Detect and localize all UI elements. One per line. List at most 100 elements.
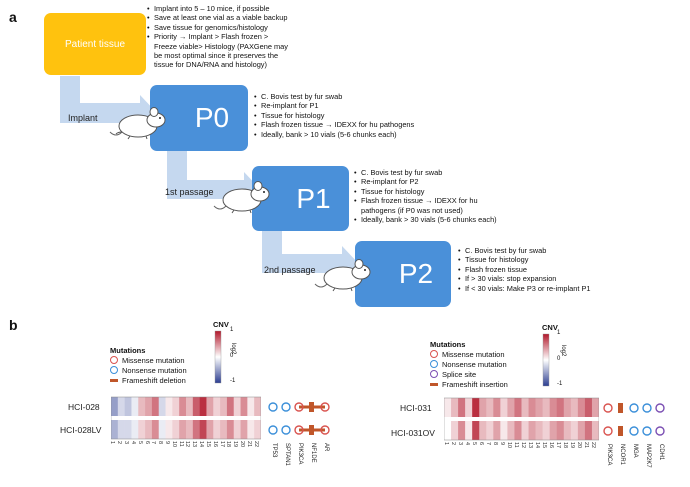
right-heatmap-cell — [479, 398, 487, 417]
right-sample-1: HCI-031 — [400, 403, 432, 413]
right-mutation-circle — [655, 403, 665, 413]
right-heatmap-cell — [444, 398, 452, 417]
left-heatmap-cell — [131, 420, 139, 439]
left-heatmap-cell — [165, 420, 173, 439]
right-chrom-label: 21 — [583, 442, 590, 449]
left-frameshift-mark — [309, 402, 314, 412]
right-frameshift-mark — [618, 426, 623, 436]
legend-bar-icon — [110, 378, 118, 382]
right-heatmap-cell — [514, 421, 522, 440]
right-heatmap-cell — [556, 421, 565, 440]
right-heatmap-cell — [549, 421, 558, 440]
legend-circle-icon — [110, 356, 118, 364]
patient-note: Save tissue for genomics/histology — [147, 23, 317, 33]
right-legend-label: Splice site — [442, 369, 477, 379]
right-heatmap-cell — [514, 398, 522, 417]
right-scale-max: 1 — [557, 330, 561, 336]
left-chrom-label: 13 — [191, 441, 198, 448]
left-chrom-label: 18 — [225, 441, 232, 448]
right-heatmap-frame — [444, 397, 599, 441]
left-heatmap-cell — [206, 420, 214, 439]
right-chrom-label: 4 — [463, 442, 470, 446]
p1-note: Re-implant for P2 — [354, 177, 554, 187]
left-chrom-label: 14 — [198, 441, 205, 448]
right-heatmap-cell — [521, 398, 529, 417]
left-heatmap-cell — [199, 397, 207, 416]
left-frameshift-mark — [309, 425, 314, 435]
right-heatmap-cell — [542, 421, 550, 440]
left-heatmap-cell — [111, 420, 119, 439]
left-heatmap-cell — [206, 397, 214, 416]
p0-notes-list: C. Bovis test by fur swab Re-implant for… — [254, 92, 474, 139]
right-heatmap-cell — [493, 398, 501, 417]
second-passage-arrow-label: 2nd passage — [264, 265, 316, 275]
left-heatmap-cell — [254, 420, 261, 439]
mouse-icon — [213, 181, 270, 214]
left-cnv-heatmap — [111, 396, 261, 440]
right-heatmap-cell — [535, 421, 543, 440]
right-heatmap-cell — [535, 398, 543, 417]
left-legend-item: Nonsense mutation — [110, 365, 187, 375]
p0-note: Re-implant for P1 — [254, 101, 474, 111]
right-heatmap-cell — [458, 421, 466, 440]
right-heatmap-cell — [500, 421, 508, 440]
left-gene-label: PIK3CA — [297, 443, 303, 465]
stage-p1-box: P1 — [252, 166, 349, 231]
left-heatmap-cell — [131, 397, 139, 416]
stage-p0-label: P0 — [194, 102, 230, 133]
left-chrom-label: 5 — [136, 441, 143, 445]
right-heatmap-cell — [577, 398, 586, 417]
right-chrom-label: 9 — [498, 442, 505, 446]
left-heatmap-cell — [117, 397, 125, 416]
right-chrom-label: 10 — [505, 442, 512, 449]
legend-circle-icon — [430, 360, 438, 368]
right-chrom-label: 16 — [548, 442, 555, 449]
left-scale-mid: 0 — [230, 353, 234, 359]
legend-bar-icon — [430, 382, 438, 386]
left-heatmap-cell — [233, 420, 241, 439]
left-chrom-label: 1 — [109, 441, 116, 445]
left-heatmap-cell — [220, 397, 228, 416]
patient-note-continued: Freeze viable> Histology (PAXGene may — [154, 41, 288, 51]
left-heatmap-cell — [179, 397, 187, 416]
legend-circle-icon — [430, 350, 438, 358]
patient-note: Save at least one vial as a viable backu… — [147, 13, 317, 23]
left-legend-item: Missense mutation — [110, 355, 187, 365]
p2-note: If > 30 vials: stop expansion — [458, 274, 658, 284]
right-legend-title: Mutations — [430, 340, 466, 349]
left-heatmap-cell — [213, 397, 221, 416]
left-heatmap-cell — [199, 420, 207, 439]
left-legend-label: Frameshift deletion — [122, 375, 186, 385]
left-chrom-label: 9 — [163, 441, 170, 445]
left-heatmap-cell — [138, 397, 146, 416]
right-heatmap-cell — [486, 398, 494, 417]
stage-p2-box: P2 — [355, 241, 451, 307]
right-heatmap-cell — [591, 421, 599, 440]
implant-arrow-label: Implant — [68, 113, 98, 123]
stage-p2-label: P2 — [398, 258, 434, 289]
right-legend-item: Frameshift insertion — [430, 379, 508, 389]
left-sample-2: HCI-028LV — [60, 425, 102, 435]
left-heatmap-cell — [138, 420, 146, 439]
right-heatmap-cell — [528, 398, 536, 417]
right-chrom-label: 5 — [470, 442, 477, 446]
left-heatmap-cell — [172, 420, 180, 439]
right-chrom-label: 20 — [576, 442, 583, 449]
p0-note: C. Bovis test by fur swab — [254, 92, 474, 102]
right-heatmap-cell — [584, 421, 593, 440]
left-heatmap-cell — [145, 420, 153, 439]
left-heatmap-cell — [186, 420, 194, 439]
p0-note: Ideally, bank > 10 vials (5-6 chunks eac… — [254, 130, 474, 140]
left-heatmap-cell — [226, 397, 235, 416]
right-gene-label: PIK3CA — [606, 444, 612, 466]
p1-note: Ideally, bank > 30 vials (5-6 chunks eac… — [354, 215, 554, 225]
left-heatmap-cell — [192, 397, 200, 416]
left-heatmap-cell — [117, 420, 125, 439]
right-heatmap-cell — [451, 421, 459, 440]
right-heatmap-cell — [549, 398, 558, 417]
right-gene-label: MGA — [632, 444, 638, 458]
patient-note: Implant into 5 – 10 mice, if possible — [147, 4, 317, 14]
left-heatmap-cell — [172, 397, 180, 416]
left-chrom-label: 20 — [238, 441, 245, 448]
right-heatmap-cell — [486, 421, 494, 440]
